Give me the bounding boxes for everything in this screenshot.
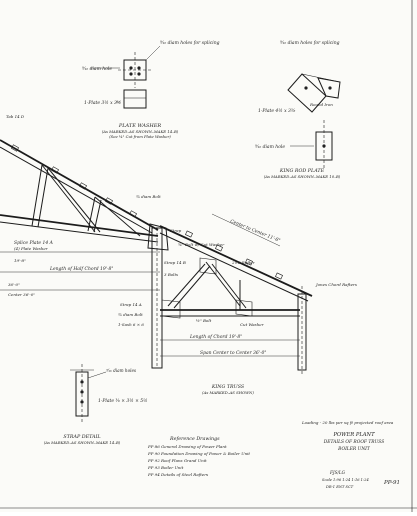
washer-splice-label: ⁹⁄₁₆ diam holes for splicing: [160, 40, 220, 46]
reference-drawings: Reference Drawings PP 86 General Drawing…: [147, 436, 250, 477]
ref-item-1: PP 86 General Drawing of Power Plant: [147, 444, 227, 449]
kingrod-hole-label: ⁹⁄₁₆ diam hole: [255, 144, 286, 150]
kingrod-scale: (As MARKED–AS SHOWN–MAKE 10–B): [264, 174, 341, 179]
washer-hole-label: ⁹⁄₁₆ diam hole: [82, 66, 113, 72]
strap-hole-label: ⁹⁄₁₆ diam holes: [106, 368, 136, 373]
kt-annot-5: ¾" Bolt w/ Cut Washer: [178, 242, 225, 247]
title-approved: FJS/LG: [329, 470, 346, 475]
kt-annot-10: Cut Washer: [240, 322, 265, 327]
kt-annot-7: ⁵⁄₈ diam Bolt: [118, 312, 143, 317]
kt-annot-13: Span Center to Center 36'-0": [200, 350, 266, 356]
kingrod-splice-label: ⁹⁄₁₆ diam holes for splicing: [280, 40, 340, 46]
ref-item-4: PP 93 Boiler Unit: [147, 465, 184, 470]
title-drawn: DR-1 ENT SCT: [325, 485, 354, 489]
strap-title: STRAP DETAIL: [63, 434, 100, 440]
kt-annot-2: Strap: [170, 228, 182, 233]
strap-detail: ⁹⁄₁₆ diam holes 1-Plate ⅜ × 3½ × 5½ STRA…: [44, 364, 148, 445]
truss-splice-label: Splice Plate 14 A: [14, 240, 54, 246]
title-block: POWER PLANT DETAILS OF ROOF TRUSS BOILER…: [322, 432, 400, 489]
kt-annot-14: Strap 14 B: [164, 260, 186, 265]
plate-washer-detail: ⁹⁄₁₆ diam hole ⁹⁄₁₆ diam holes for splic…: [82, 40, 220, 139]
loading-note: Loading - 20 lbs per sq ft projected roo…: [301, 420, 394, 425]
ref-item-5: PP 94 Details of Steel Rafters: [147, 472, 208, 477]
washer-note: (See ¼" Cut from Plate Washer): [109, 134, 171, 139]
truss-dim-low: Center 36'-0": [8, 292, 35, 297]
title-line-2: DETAILS OF ROOF TRUSS: [323, 440, 385, 445]
ref-item-3: PP 92 Roof Plans Grand Unit: [147, 458, 207, 463]
kt-scale: (As MARKED–AS SHOWN): [202, 390, 254, 395]
king-truss: ⁵⁄₈ diam Bolt Strap Center to Center 11'…: [118, 194, 357, 395]
kt-annot-1: ⁵⁄₈ diam Bolt: [136, 194, 161, 199]
washer-scale: (As MARKED–AS SHOWN–MAKE 14–B): [102, 129, 179, 134]
truss-washer-label: (4) Plate Washer: [14, 246, 49, 251]
kt-annot-4: 2×6 Rafter: [231, 260, 256, 265]
title-codes: Scale 1:96 1:24 1:16 1:24: [322, 478, 369, 482]
washer-plate-size: 1-Plate 3½ x 3½: [84, 99, 121, 106]
kt-annot-9: ½" Bolt: [196, 318, 212, 323]
kt-title: KING TRUSS: [211, 384, 245, 390]
left-truss: Tab 14 D Splice Plate 14 A (4) Plate Was…: [0, 114, 169, 369]
kt-annot-6: Strap 14 A: [120, 302, 142, 307]
title-line-3: BOILER UNIT: [337, 447, 371, 452]
king-rod-detail: ⁹⁄₁₆ diam holes for splicing Round Iron …: [255, 40, 341, 179]
truss-half-chord: Length of Half Chord 19'-8": [49, 266, 113, 272]
truss-dim-left: 19'-8": [14, 258, 26, 263]
kt-annot-15: 3 Bolts: [164, 272, 178, 277]
kingrod-rod-label: Round Iron: [309, 102, 333, 107]
strap-scale: (As MARKED–AS SHOWN–MAKE 14–B): [44, 440, 121, 445]
kt-annot-8: 1-Sash 6 × 6: [118, 322, 144, 327]
strap-plate-size: 1-Plate ⅜ × 3½ × 5½: [98, 397, 148, 404]
kt-annot-11: Jones Chord Rafters: [315, 282, 357, 287]
ref-title: Reference Drawings: [169, 436, 220, 442]
kt-annot-12: Length of Chord 19'-8": [189, 334, 242, 340]
kt-annot-3: Center to Center 11'-8": [229, 218, 281, 244]
title-line-1: POWER PLANT: [332, 432, 375, 438]
truss-tab-label: Tab 14 D: [6, 114, 25, 119]
kingrod-plate-size: 1-Plate 4½ x 3⅜: [258, 107, 296, 114]
kingrod-title: KING ROD PLATE: [279, 168, 325, 174]
truss-dim-mid: 36'-0": [8, 282, 20, 287]
ref-item-2: PP 90 Foundation Drawing of Power & Boil…: [147, 451, 250, 456]
washer-title: PLATE WASHER: [118, 123, 162, 129]
sheet-number: PP-91: [383, 480, 400, 486]
